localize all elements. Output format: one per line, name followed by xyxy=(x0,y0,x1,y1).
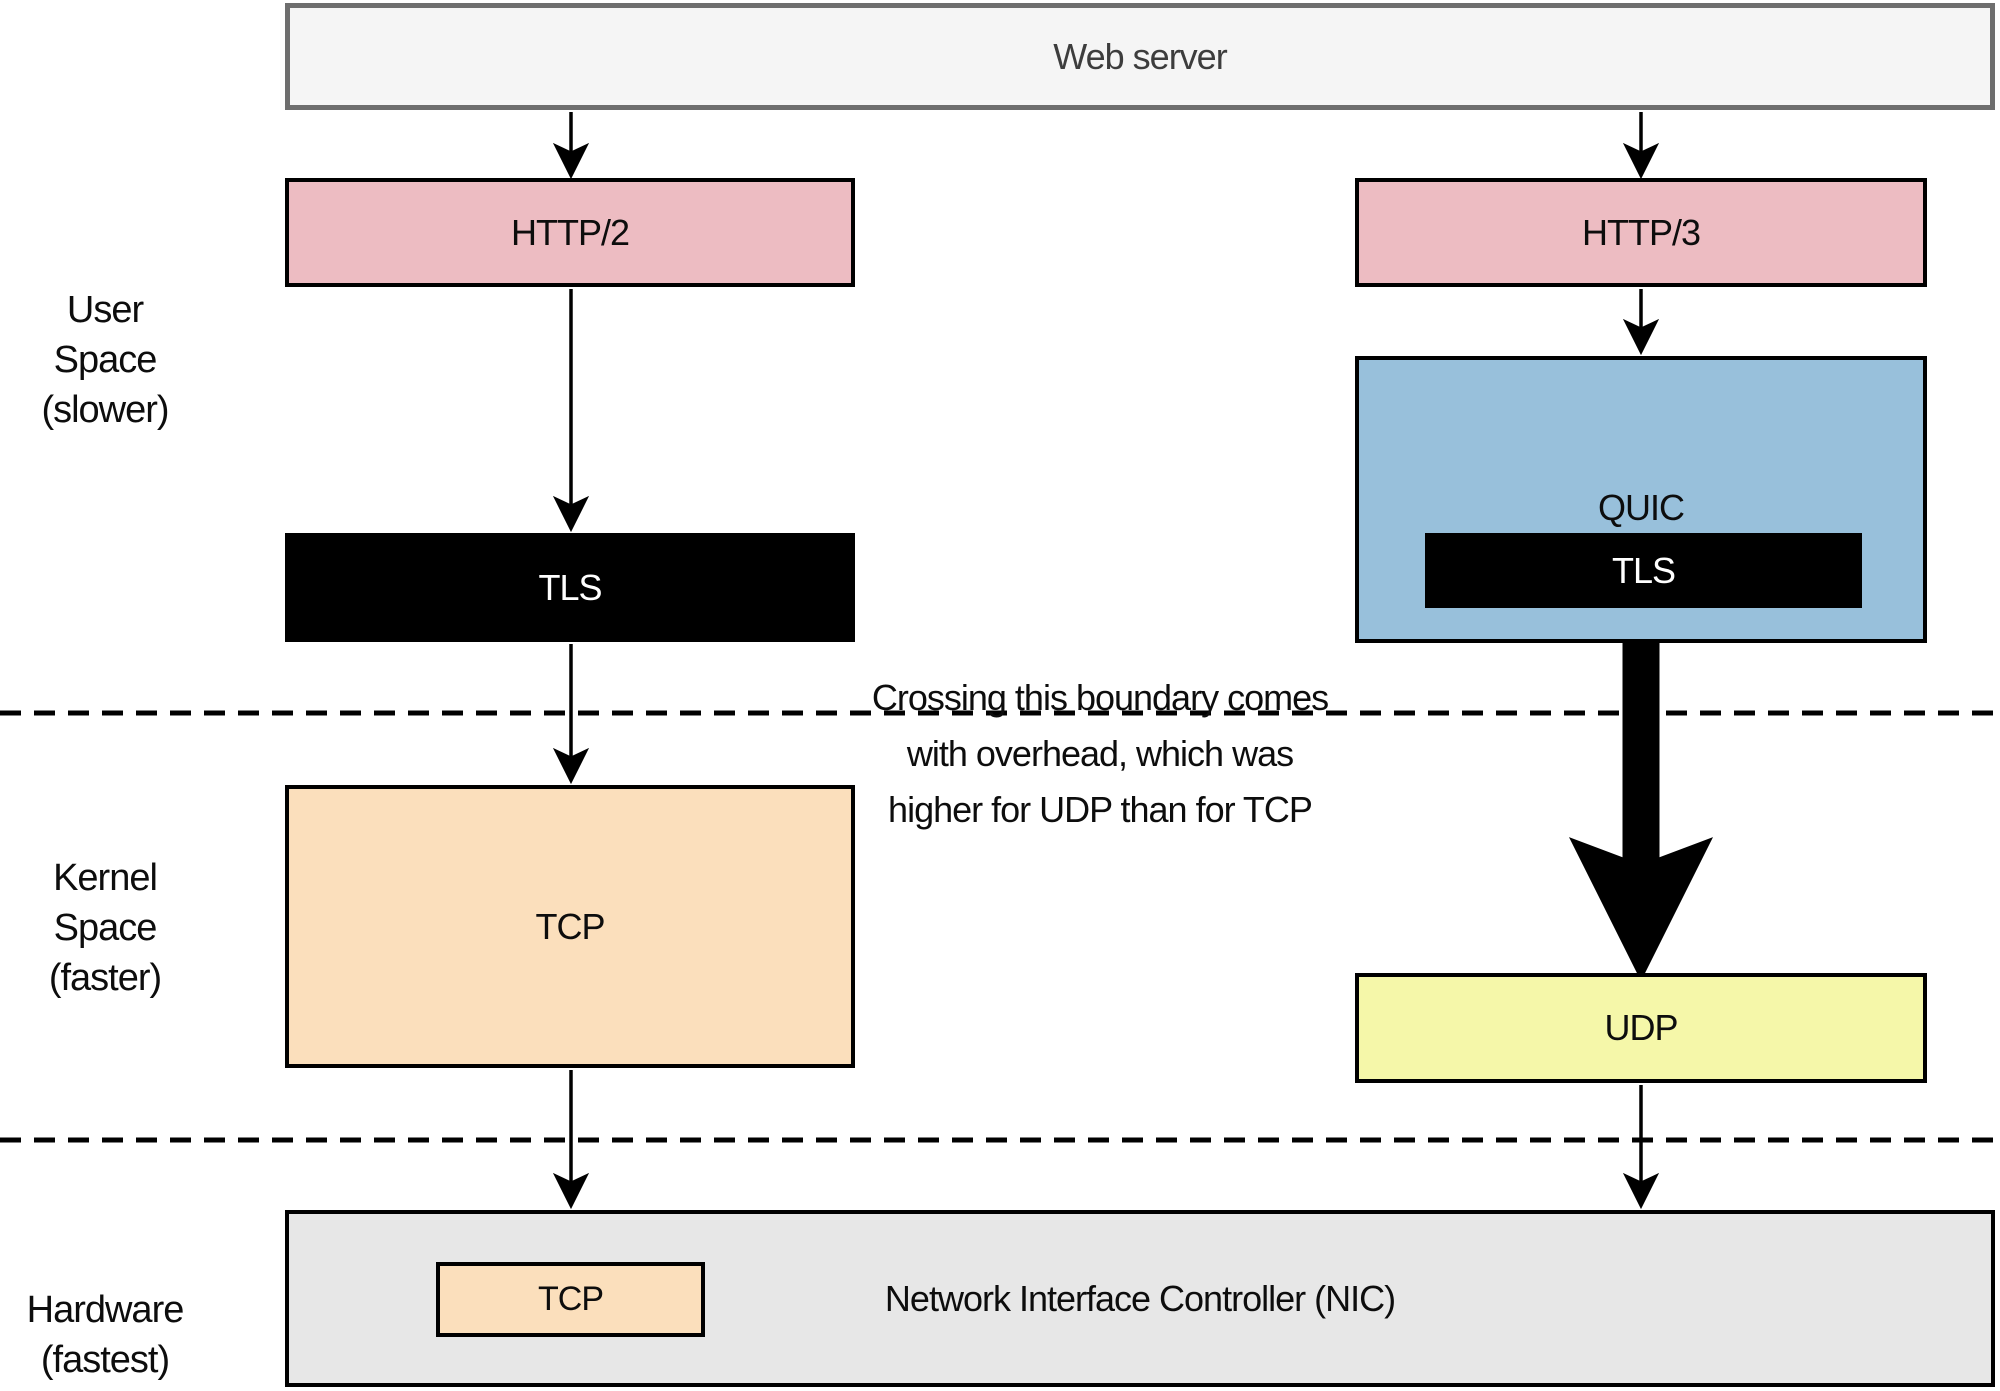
udp-label: UDP xyxy=(1604,1007,1678,1048)
quic-tls-label: TLS xyxy=(1611,549,1676,591)
udp-box: UDP xyxy=(1355,973,1927,1083)
web-server-box: Web server xyxy=(285,3,1995,110)
hardware-label: Hardware (fastest) xyxy=(26,1289,185,1381)
quic-label: QUIC xyxy=(1598,487,1685,528)
http2-box: HTTP/2 xyxy=(285,178,855,287)
arrow-http3-to-quic xyxy=(1622,289,1660,356)
web-server-label: Web server xyxy=(1053,35,1227,77)
nic-tcp-label: TCP xyxy=(538,1280,604,1318)
arrow-webserver-to-http2 xyxy=(552,112,590,180)
quic-tls-box: TLS xyxy=(1425,533,1862,608)
nic-label: Network Interface Controller (NIC) xyxy=(884,1277,1396,1319)
boundary-overhead-annotation: Crossing this boundary comes with overhe… xyxy=(871,677,1329,830)
thick-arrow-quic-to-udp xyxy=(1568,642,1714,982)
arrow-tcp-to-nic xyxy=(552,1070,590,1210)
arrow-http2-to-tls xyxy=(552,289,590,533)
nic-tcp-offload-box: TCP xyxy=(436,1262,705,1337)
http3-box: HTTP/3 xyxy=(1355,178,1927,287)
tls-label: TLS xyxy=(538,566,602,608)
http2-label: HTTP/2 xyxy=(510,211,630,253)
user-space-label: User Space (slower) xyxy=(41,289,169,431)
tcp-label: TCP xyxy=(535,905,606,947)
quic-box: QUIC TLS xyxy=(1355,356,1927,643)
tcp-box: TCP xyxy=(285,785,855,1068)
arrow-tls-to-tcp xyxy=(552,644,590,785)
arrow-webserver-to-http3 xyxy=(1622,112,1660,180)
arrow-udp-to-nic xyxy=(1622,1085,1660,1210)
http3-label: HTTP/3 xyxy=(1581,211,1701,253)
kernel-space-label: Kernel Space (faster) xyxy=(48,857,162,999)
tls-box: TLS xyxy=(285,533,855,642)
